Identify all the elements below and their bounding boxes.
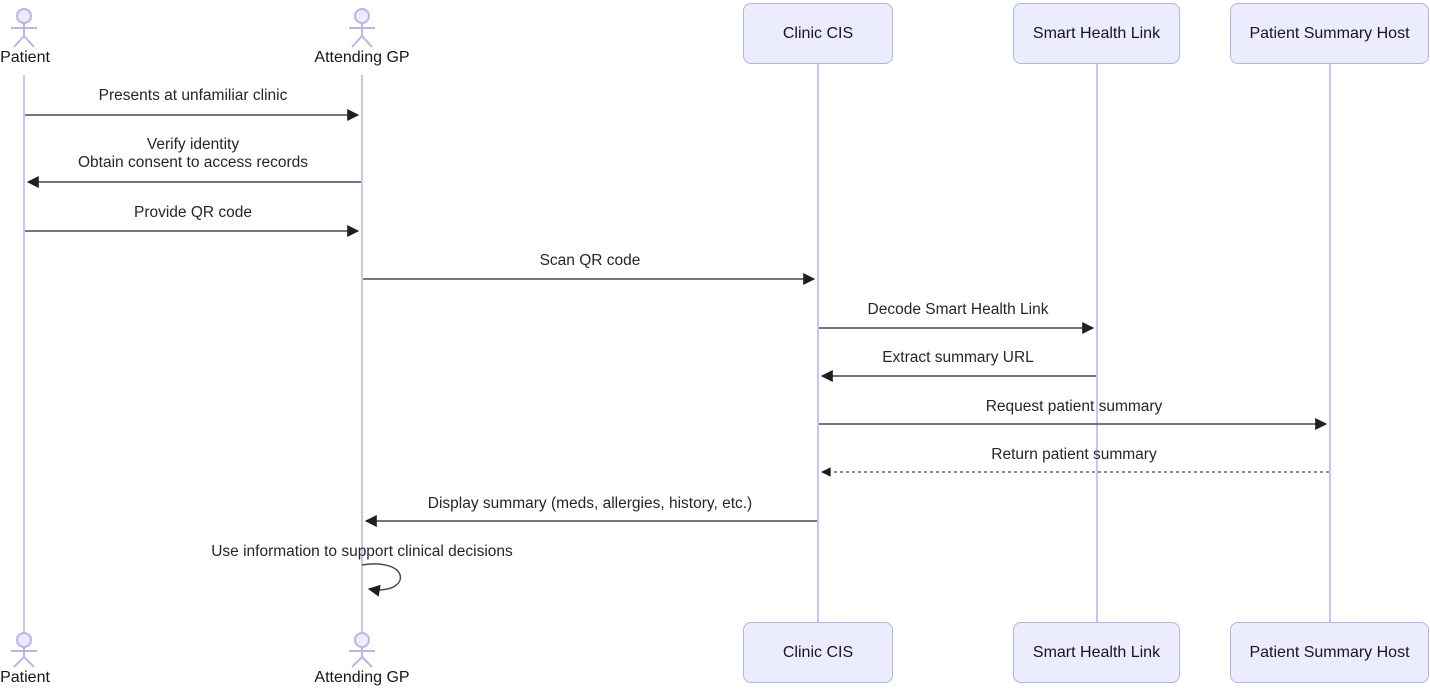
actor-label-patient-top: Patient — [0, 49, 50, 66]
message-label-scan-qr-code: Scan QR code — [539, 252, 641, 269]
actor-icon-patient-bottom — [11, 632, 37, 668]
participant-label: Smart Health Link — [1032, 643, 1161, 661]
participant-label: Clinic CIS — [782, 643, 854, 661]
message-label-verify-identity: Verify identity Obtain consent to access… — [77, 136, 309, 171]
message-arrow-self-loop-use-information — [361, 563, 402, 597]
participant-label: Smart Health Link — [1032, 24, 1161, 42]
actor-icon-attending-gp-bottom — [349, 632, 375, 668]
actor-label-attending-gp-top: Attending GP — [314, 49, 410, 66]
actor-icon-patient-top — [11, 8, 37, 48]
message-label-presents-at-clinic: Presents at unfamiliar clinic — [98, 87, 288, 104]
message-label-use-information: Use information to support clinical deci… — [211, 543, 513, 560]
message-label-display-summary: Display summary (meds, allergies, histor… — [427, 495, 753, 512]
participant-box-clinic-cis-top: Clinic CIS — [743, 3, 893, 64]
message-label-extract-summary-url: Extract summary URL — [882, 349, 1034, 366]
message-label-provide-qr-code: Provide QR code — [133, 204, 253, 221]
actor-label-patient-bottom: Patient — [0, 669, 50, 686]
participant-box-smart-health-link-bottom: Smart Health Link — [1013, 622, 1180, 683]
message-label-return-patient-summary: Return patient summary — [991, 446, 1157, 463]
participant-box-patient-summary-host-top: Patient Summary Host — [1230, 3, 1429, 64]
message-label-decode-smart-health-link: Decode Smart Health Link — [867, 301, 1049, 318]
participant-label: Patient Summary Host — [1249, 24, 1410, 42]
actor-icon-attending-gp-top — [349, 8, 375, 48]
participant-label: Patient Summary Host — [1249, 643, 1410, 661]
actor-label-attending-gp-bottom: Attending GP — [314, 669, 410, 686]
participant-box-patient-summary-host-bottom: Patient Summary Host — [1230, 622, 1429, 683]
message-label-request-patient-summary: Request patient summary — [985, 398, 1163, 415]
participant-box-clinic-cis-bottom: Clinic CIS — [743, 622, 893, 683]
participant-box-smart-health-link-top: Smart Health Link — [1013, 3, 1180, 64]
participant-label: Clinic CIS — [782, 24, 854, 42]
